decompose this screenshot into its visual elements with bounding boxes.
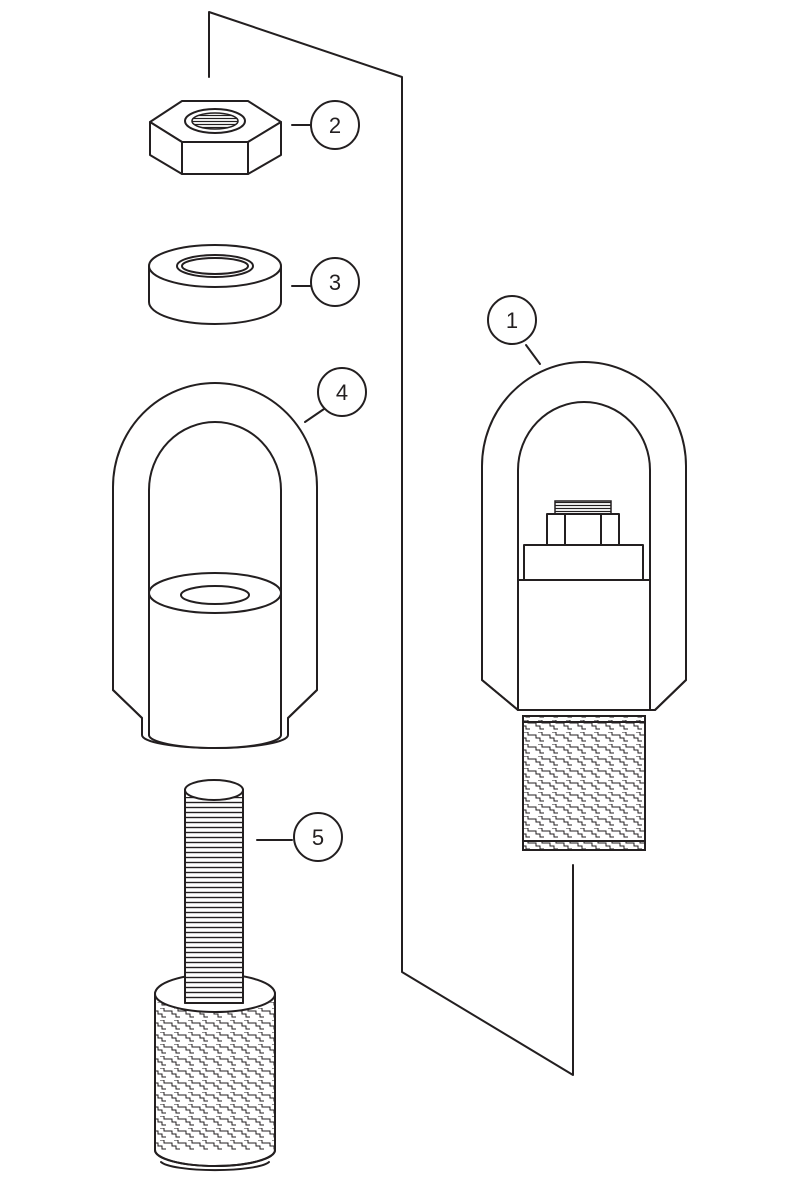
callout-4: 4 [317,367,367,417]
callout-5: 5 [293,812,343,862]
assembly-leader-line [208,11,574,1076]
hex-nut [149,100,282,175]
assembled-swivel-eye-bolt [481,361,687,851]
callout-2: 2 [310,100,360,150]
callout-1-label: 1 [506,308,518,333]
callout-3-label: 3 [329,270,341,295]
callout-2-label: 2 [329,113,341,138]
callout-4-label: 4 [336,380,348,405]
callout-1: 1 [487,295,537,345]
lifting-eye [112,382,318,749]
callout-5-label: 5 [312,825,324,850]
callout-leaders [256,124,541,841]
callout-3: 3 [310,257,360,307]
threaded-bolt [154,779,276,1172]
bearing-washer [148,244,282,325]
